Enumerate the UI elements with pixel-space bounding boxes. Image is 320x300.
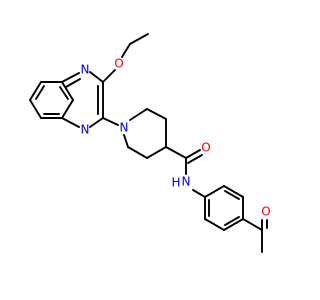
atom-n-quinoxaline-bottom: N — [81, 123, 90, 137]
bond-pyrazine-2 — [89, 71, 104, 83]
bond-pip-2 — [146, 108, 167, 120]
bond-benzo-inner-1 — [35, 85, 45, 100]
bond-ph-inner-2 — [224, 216, 240, 226]
bond-ph-acetyl — [242, 218, 263, 231]
benzo-ring — [29, 81, 74, 119]
bond-ph-1 — [204, 185, 225, 198]
bond-carbonyl-o-1 — [185, 149, 201, 159]
atom-o-ethoxy: O — [114, 57, 123, 71]
bond-benzo-6 — [29, 99, 42, 119]
bond-ph-inner-1 — [224, 190, 240, 200]
molecule-diagram: N N O N O N H O — [29, 33, 271, 253]
bond-pip-4 — [146, 146, 167, 159]
pyrazine-ring — [61, 71, 104, 128]
phenyl-ring — [204, 185, 244, 231]
atom-h-amide: H — [171, 176, 180, 190]
bond-carbonyl-o-2 — [187, 154, 203, 164]
molecule-structure: N N O N O N H O — [29, 33, 271, 253]
bond-c2-npip — [102, 117, 119, 126]
atom-nh-amide: N — [182, 175, 191, 189]
bond-pip-1 — [129, 108, 148, 121]
bond-pyrazine-1b — [65, 78, 81, 88]
bond-ph-2 — [223, 185, 244, 198]
bond-ph-4 — [223, 218, 244, 231]
bond-pip-6 — [123, 134, 129, 148]
bond-o-ch2 — [121, 43, 131, 58]
ethoxy-group — [102, 33, 149, 83]
bond-n-aryl — [192, 189, 206, 198]
atom-o-amide: O — [201, 141, 210, 155]
acetyl-group — [242, 218, 268, 253]
bond-benzo-1 — [29, 81, 42, 101]
bond-pip-5 — [127, 146, 148, 159]
atom-n-piperidine: N — [120, 121, 129, 135]
bond-c3-o — [102, 69, 116, 83]
bond-ph-5 — [204, 218, 225, 231]
piperidine-ring — [123, 108, 167, 159]
carboxamide-group — [165, 146, 206, 198]
bond-pyrazine-4 — [89, 117, 104, 128]
bond-pyrazine-1 — [61, 72, 80, 83]
bond-benzo-4 — [61, 99, 74, 119]
atom-n-quinoxaline-top: N — [81, 63, 90, 77]
bond-c4-carbonyl — [165, 146, 187, 159]
bond-benzo-inner-2 — [59, 86, 69, 100]
atom-o-acetyl: O — [261, 205, 270, 219]
bond-benzo-3 — [61, 81, 74, 101]
bond-pyrazine-5 — [61, 117, 80, 128]
bond-ch2-ch3 — [129, 33, 149, 45]
